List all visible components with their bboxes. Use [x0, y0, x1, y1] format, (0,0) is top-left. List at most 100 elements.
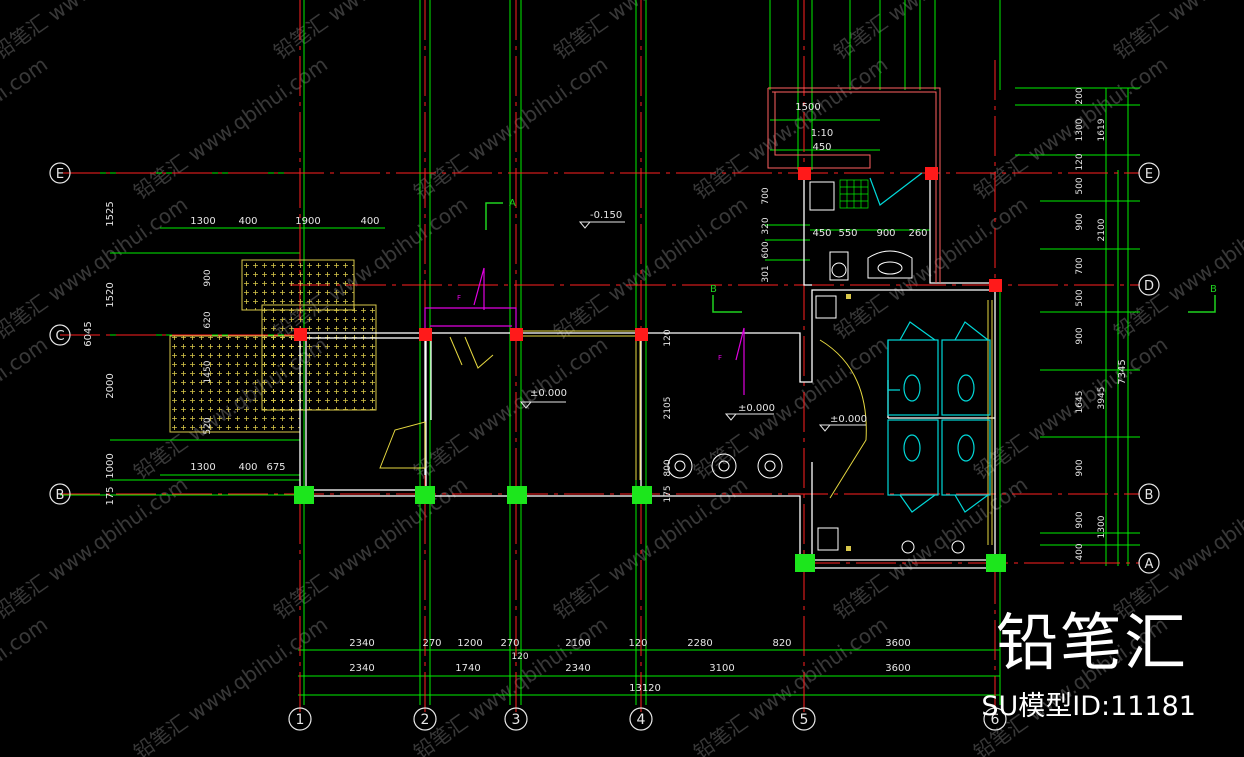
- watermark-tile-14: 铅笔汇 www.qbihui.com: [0, 52, 52, 204]
- watermark-tile-10: 铅笔汇 www.qbihui.com: [549, 0, 752, 64]
- dim-bottom1-1: 270: [422, 638, 441, 649]
- watermark-tile-11: 铅笔汇 www.qbihui.com: [829, 0, 1032, 64]
- dim-toilet-top-2: 450: [812, 142, 831, 153]
- watermark-tile-17: 铅笔汇 www.qbihui.com: [689, 52, 892, 204]
- dim-toilet-top-0: 1500: [795, 102, 820, 113]
- dim-toilet-row-1: 550: [838, 228, 857, 239]
- grid-bubble-col-4: [629, 707, 653, 731]
- sanitary-ware: [667, 181, 965, 554]
- level-minus0150: -0.150: [590, 210, 622, 221]
- dim-right-total: 7345: [1117, 359, 1128, 384]
- watermark-tile-12: 铅笔汇 www.qbihui.com: [1109, 0, 1244, 64]
- dim-toilet-vert-1: 320: [761, 217, 771, 234]
- level-texts: -0.150 ±0.000 ±0.000 ±0.000 A B B F F: [457, 198, 1217, 425]
- grid-bubble-left-E: [49, 162, 71, 184]
- grid-bubble-right-D: [1138, 274, 1160, 296]
- grid-label-col-4: 4: [637, 712, 646, 728]
- section-mark-b-right: B: [1210, 284, 1217, 295]
- dim-right-11: 400: [1075, 543, 1085, 560]
- watermark-tile-44: 铅笔汇 www.qbihui.com: [409, 612, 612, 757]
- grid-bubble-left-B: [49, 483, 71, 505]
- watermark-tile-24: 铅笔汇 www.qbihui.com: [549, 192, 752, 344]
- watermark-tile-30: 铅笔汇 www.qbihui.com: [409, 332, 612, 484]
- columns-green: [294, 486, 1006, 572]
- grid-label-right-A: A: [1145, 557, 1154, 572]
- dim-left-4: 175: [105, 486, 116, 505]
- watermark-tile-26: 铅笔汇 www.qbihui.com: [1109, 192, 1244, 344]
- dim-right-4: 900: [1075, 213, 1085, 230]
- dim-right-7: 900: [1075, 327, 1085, 344]
- grid-bubble-right-A: [1138, 552, 1160, 574]
- balcony-rails: [767, 87, 941, 283]
- columns-red: [294, 167, 1002, 341]
- grid-label-col-6: 6: [991, 712, 1000, 728]
- watermark-tile-42: 铅笔汇 www.qbihui.com: [0, 612, 52, 757]
- magenta-marks: [424, 267, 745, 395]
- section-mark-a: A: [509, 198, 516, 209]
- dim-right-5: 700: [1075, 257, 1085, 274]
- dim-vert-small-0: 900: [203, 269, 213, 286]
- dim-left-total: 6045: [83, 321, 94, 346]
- grid-bubble-col-3: [504, 707, 528, 731]
- grid-label-right-E: E: [1145, 167, 1153, 182]
- dim-right-6: 500: [1075, 289, 1085, 306]
- dim-mid-1: 2105: [663, 397, 673, 420]
- level-pm000-b: ±0.000: [738, 403, 775, 414]
- dim-bottom-small: 120: [511, 652, 528, 662]
- grid-bubble-col-2: [413, 707, 437, 731]
- watermark-id: SU模型ID:11181: [981, 691, 1196, 722]
- dim-toilet-row-0: 450: [812, 228, 831, 239]
- dim-toilet-vert-0: 700: [761, 187, 771, 204]
- dim-bottom1-8: 3600: [885, 638, 910, 649]
- dim-bottom2-3: 3100: [709, 663, 734, 674]
- dim-bottom1-2: 1200: [457, 638, 482, 649]
- grid-label-col-1: 1: [296, 712, 305, 728]
- dim-bottom1-4: 2100: [565, 638, 590, 649]
- section-symbols: [485, 202, 1216, 313]
- grid-label-left-E: E: [56, 167, 64, 182]
- level-markers: [519, 221, 866, 432]
- dim-vert-small-2: 1450: [203, 360, 213, 383]
- watermark-tile-45: 铅笔汇 www.qbihui.com: [689, 612, 892, 757]
- dim-right-3: 500: [1075, 177, 1085, 194]
- dim-right-2: 120: [1075, 153, 1085, 170]
- dim-left-2: 2000: [105, 373, 116, 398]
- dim-bottom2-4: 3600: [885, 663, 910, 674]
- grid-label-right-B: B: [1145, 488, 1154, 503]
- dim-bottom1-0: 2340: [349, 638, 374, 649]
- dim-top-left-1: 400: [238, 216, 257, 227]
- section-mark-b-left: B: [710, 284, 717, 295]
- grid-label-left-C: C: [55, 329, 64, 344]
- dim-vert-small-3: 520: [203, 417, 213, 434]
- window-strips: [520, 300, 993, 545]
- f-mark-right: F: [718, 354, 722, 362]
- dim-bottom2-0: 2340: [349, 663, 374, 674]
- dim-top-left-3: 400: [360, 216, 379, 227]
- dim-right-sub-3: 1300: [1097, 515, 1107, 538]
- dim-right-sub-2: 3945: [1097, 387, 1107, 410]
- grid-label-col-3: 3: [512, 712, 521, 728]
- dim-bottom1-6: 2280: [687, 638, 712, 649]
- dim-left-3: 1000: [105, 453, 116, 478]
- dim-mid-0: 120: [663, 329, 673, 346]
- dim-top-left-0: 1300: [190, 216, 215, 227]
- grid-bubble-right-E: [1138, 162, 1160, 184]
- grid-row-bubbles-left: ECB: [49, 162, 71, 505]
- grid-label-col-2: 2: [421, 712, 430, 728]
- dim-right-sub-1: 2100: [1097, 218, 1107, 241]
- watermark-tile-28: 铅笔汇 www.qbihui.com: [0, 332, 52, 484]
- dim-bottom1-5: 120: [628, 638, 647, 649]
- dim-mid-2: 800: [663, 459, 673, 476]
- tile-grid: [839, 179, 869, 209]
- dim-lower-left-0: 1300: [190, 462, 215, 473]
- dim-toilet-top-1: 1:10: [811, 128, 833, 139]
- level-pm000-a: ±0.000: [530, 388, 567, 399]
- dim-vert-small-1: 620: [203, 311, 213, 328]
- f-mark-left: F: [457, 294, 461, 302]
- dim-right-sub-0: 1619: [1097, 118, 1107, 141]
- doors: [379, 336, 867, 499]
- dim-left-1: 1520: [105, 282, 116, 307]
